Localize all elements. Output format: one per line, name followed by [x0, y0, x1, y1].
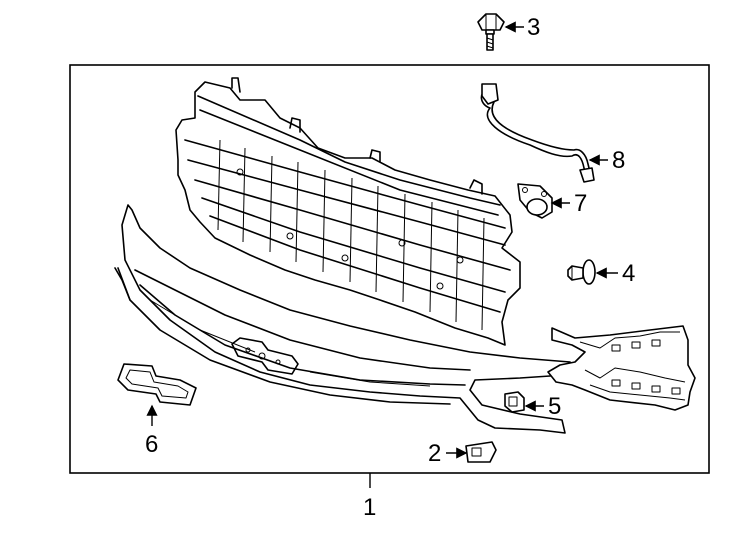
callout-8-label: 8 [612, 147, 625, 174]
upper-bolt-part[interactable] [477, 13, 505, 51]
callout-3-label: 3 [527, 14, 540, 41]
callout-2-label: 2 [428, 440, 441, 467]
push-retainer-part[interactable] [567, 259, 596, 285]
callout-6-label: 6 [145, 431, 158, 458]
lower-grille-bar[interactable] [114, 204, 576, 434]
callout-5-label: 5 [548, 393, 561, 420]
callout-1-label: 1 [363, 494, 376, 521]
side-clip-part[interactable] [504, 391, 525, 413]
callout-7-label: 7 [574, 190, 587, 217]
side-support-bracket[interactable] [547, 325, 696, 411]
sensor-bracket-part[interactable] [517, 183, 553, 219]
lower-clip-part[interactable] [465, 441, 497, 463]
callout-4-label: 4 [622, 260, 635, 287]
wiring-harness-part[interactable] [480, 83, 595, 183]
grille-part[interactable] [175, 77, 521, 346]
bowtie-emblem-part[interactable] [117, 363, 197, 406]
assembly-frame [69, 64, 710, 474]
